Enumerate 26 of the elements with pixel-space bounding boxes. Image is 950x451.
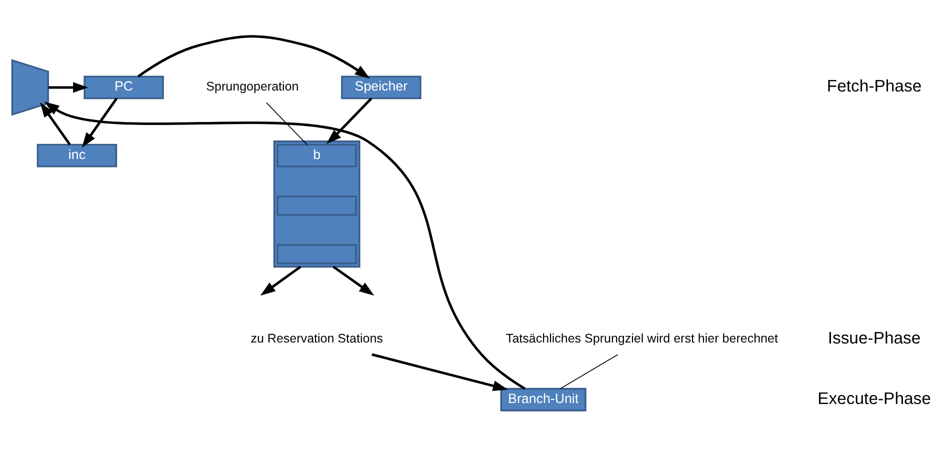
arrow xyxy=(137,35,370,79)
label: Execute-Phase xyxy=(818,388,931,408)
node-box: PC xyxy=(84,76,164,100)
node-text: Tatsächliches Sprungziel wird erst hier berechnet xyxy=(506,331,778,346)
label: Fetch-Phase xyxy=(826,76,922,96)
arrow xyxy=(44,102,526,390)
node-box: b xyxy=(276,144,357,168)
node-box: Speicher xyxy=(341,76,422,100)
node-box xyxy=(276,196,357,216)
cluster xyxy=(273,140,360,268)
arrow xyxy=(40,102,71,146)
arrow xyxy=(48,82,88,93)
arrow xyxy=(260,266,302,296)
node-text: Sprungoperation xyxy=(206,79,299,94)
label: Issue-Phase xyxy=(828,328,921,348)
connector xyxy=(560,354,618,390)
arrow xyxy=(372,353,508,391)
arrow xyxy=(326,98,372,144)
node-box: inc xyxy=(36,144,118,168)
arrow xyxy=(332,266,374,296)
node-trapezoid xyxy=(11,59,49,116)
node-text: zu Reservation Stations xyxy=(250,331,383,346)
connector xyxy=(266,102,308,146)
arrow xyxy=(82,98,118,148)
node-box: Branch-Unit xyxy=(500,388,586,412)
node-box xyxy=(276,244,357,264)
